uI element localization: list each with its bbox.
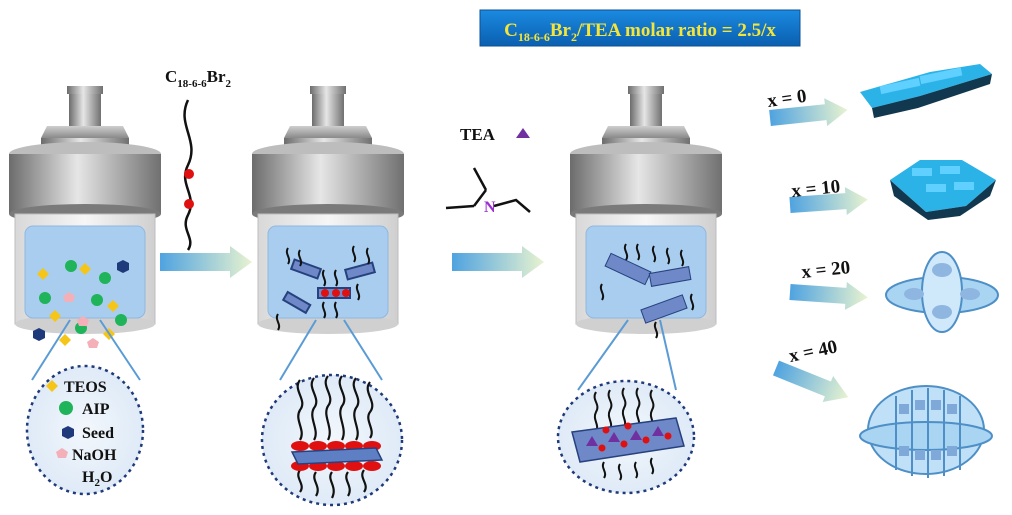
tea-zoom-bubble	[556, 319, 696, 495]
micelle-crystals	[275, 245, 377, 331]
crystal-morphology-x0	[860, 64, 992, 118]
legend-water-label: H2O	[82, 469, 112, 489]
tea-molecules-in-sheet	[586, 426, 664, 446]
tea-molecule: TEA N	[445, 125, 531, 216]
label-x20: x = 20	[800, 257, 851, 283]
legend-bubble: TEOS AIP Seed NaOH H2O	[25, 319, 145, 496]
autoclave-2	[251, 85, 405, 335]
naoh-icon	[56, 448, 68, 458]
tea-zeolite-sheet	[571, 417, 685, 463]
result-x20: x = 20	[789, 251, 999, 333]
red-head-groups	[291, 441, 381, 471]
tea-marker-icon	[516, 128, 530, 138]
ratio-banner: C18-6-6Br2/TEA molar ratio = 2.5/x	[479, 9, 801, 47]
result-x40: x = 40	[773, 336, 993, 478]
surfactant-label: C18-6-6Br2	[165, 67, 232, 90]
autoclave-3	[569, 85, 723, 339]
result-x10: x = 10	[789, 160, 996, 220]
crystal-morphology-x10	[890, 160, 996, 220]
autoclave-1	[8, 85, 162, 348]
legend-seed-label: Seed	[82, 425, 114, 442]
surfactant-molecule: C18-6-6Br2	[165, 67, 232, 251]
tea-nitrogen: N	[484, 199, 496, 216]
arrow-step-2	[452, 246, 544, 278]
tea-crystals	[599, 243, 695, 339]
crystal-morphology-x40	[859, 385, 993, 478]
precursor-particles	[33, 260, 129, 348]
legend-teos-label: TEOS	[64, 379, 107, 396]
crystal-morphology-x20	[885, 251, 999, 333]
label-x10: x = 10	[790, 176, 841, 202]
legend-naoh-label: NaOH	[72, 447, 117, 464]
head-group-bead	[184, 199, 194, 209]
label-x40: x = 40	[787, 336, 839, 367]
micelle-zoom-bubble	[260, 319, 404, 507]
result-x0: x = 0	[766, 64, 992, 127]
head-group-bead	[184, 169, 194, 179]
zeolite-nanosheet	[290, 447, 384, 465]
seed-icon	[62, 426, 74, 439]
arrow-step-1	[160, 246, 252, 278]
ratio-banner-text: C18-6-6Br2/TEA molar ratio = 2.5/x	[504, 20, 776, 44]
teos-icon	[46, 380, 58, 392]
legend-aip-label: AIP	[82, 401, 110, 418]
aip-icon	[59, 401, 73, 415]
tea-label: TEA	[460, 125, 496, 144]
